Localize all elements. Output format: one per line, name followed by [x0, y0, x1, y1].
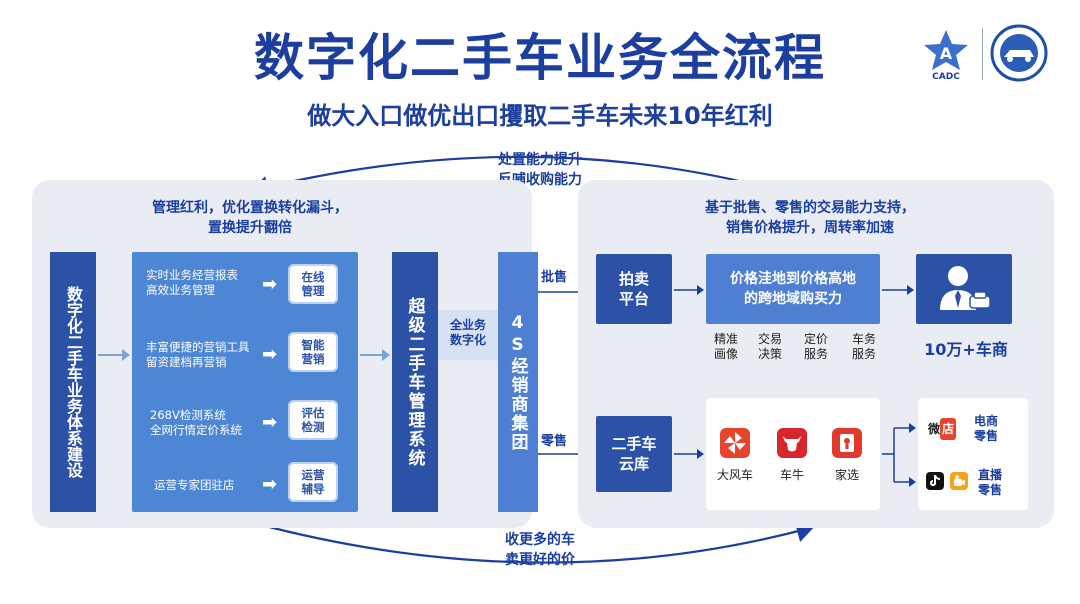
feature-text-line1: 268V检测系统 — [150, 408, 226, 422]
feature-text-line1: 实时业务经营报表 — [146, 268, 238, 282]
feature-label-line1: 交易 — [757, 332, 782, 346]
dafengche-app-icon — [720, 428, 750, 458]
livestream-line1: 直播 — [978, 468, 1003, 482]
feature-label: 交易 决策 — [752, 332, 788, 362]
feature-label-line2: 决策 — [757, 347, 782, 361]
warehouse-line1: 二手车 — [611, 435, 657, 453]
digital-label-line2: 数字化 — [449, 333, 486, 347]
association-seal-logo — [990, 24, 1048, 82]
douyin-icon — [926, 472, 944, 490]
feature-label-line2: 服务 — [851, 347, 876, 361]
weidian-badge: 店 — [940, 418, 957, 440]
arrow-right-icon: ➡ — [262, 412, 278, 433]
kuaishou-icon — [950, 472, 968, 490]
arrow-right-icon — [674, 285, 704, 295]
cloud-warehouse-box: 二手车 云库 — [596, 416, 672, 492]
feature-row: 实时业务经营报表 高效业务管理 ➡ 在线 管理 — [146, 264, 356, 304]
cycle-top-line1: 处置能力提升 — [498, 152, 582, 168]
digital-label-bg — [438, 310, 498, 360]
feature-pill: 智能 营销 — [288, 332, 338, 372]
page-subtitle: 做大入口做优出口攫取二手车未来10年红利 — [307, 102, 773, 130]
auction-line1: 拍卖 — [618, 270, 649, 288]
left-caption-line2: 置换提升翻倍 — [208, 220, 292, 236]
feature-text-line1: 丰富便捷的营销工具 — [146, 340, 250, 354]
right-caption: 基于批售、零售的交易能力支持， 销售价格提升，周转率加速 — [660, 198, 960, 238]
price-line1: 价格洼地到价格高地 — [730, 271, 856, 287]
feature-label-line2: 服务 — [803, 347, 828, 361]
digital-label: 全业务 数字化 — [438, 318, 498, 348]
super-system-vertical-title: 超级二手车管理系统 — [392, 252, 438, 512]
arrow-right-icon — [438, 340, 498, 380]
ecommerce-line2: 零售 — [974, 429, 999, 443]
channel-split-arrows — [882, 423, 916, 487]
feature-label: 车务 服务 — [846, 332, 882, 362]
feature-label: 定价 服务 — [798, 332, 834, 362]
arrow-right-icon — [98, 349, 130, 361]
feature-label-line1: 车务 — [851, 332, 876, 346]
arrow-right-icon: ➡ — [262, 274, 278, 295]
feature-pill: 评估 检测 — [288, 400, 338, 440]
digital-label-line1: 全业务 — [449, 318, 486, 332]
app-label: 大风车 — [716, 468, 753, 482]
feature-text-line2: 留资建档再营销 — [146, 355, 227, 369]
feature-row: 丰富便捷的营销工具 留资建档再营销 ➡ 智能 营销 — [146, 332, 356, 372]
feature-row: 运营专家团驻店 ➡ 运营 辅导 — [146, 462, 356, 502]
feature-text-line1: 运营专家团驻店 — [154, 478, 235, 492]
arrow-right-icon: ➡ — [262, 474, 278, 495]
ecommerce-line1: 电商 — [974, 414, 999, 428]
person-with-car-icon — [940, 266, 991, 310]
feature-text-line2: 全网行情定价系统 — [150, 423, 242, 437]
weidian-icon: 微店 — [928, 418, 962, 440]
dealers-count-label: 10万+车商 — [924, 340, 1008, 359]
arrow-right-icon — [674, 449, 704, 459]
right-caption-line1: 基于批售、零售的交易能力支持， — [705, 200, 915, 216]
channels-card — [918, 398, 1028, 510]
warehouse-line2: 云库 — [618, 455, 649, 473]
jiaxuan-app-icon — [832, 428, 862, 458]
arrow-right-icon — [360, 349, 390, 361]
livestream-retail-label: 直播 零售 — [978, 468, 1002, 498]
price-arbitrage-box: 价格洼地到价格高地 的跨地域购买力 — [706, 254, 880, 324]
price-line2: 的跨地域购买力 — [744, 291, 842, 307]
page-title: 数字化二手车业务全流程 — [254, 29, 826, 87]
cheniu-app-icon — [777, 428, 807, 458]
dealer-group-vertical-title: 4S经销商集团 — [498, 252, 538, 512]
livestream-line2: 零售 — [978, 483, 1003, 497]
cycle-bottom-line2: 卖更好的价 — [505, 552, 575, 568]
arrow-right-icon — [882, 285, 914, 295]
app-label: 家选 — [834, 468, 859, 482]
feature-label-line1: 精准 — [713, 332, 738, 346]
cadc-logo-text: CADC — [932, 72, 960, 82]
ecommerce-retail-label: 电商 零售 — [974, 414, 998, 444]
feature-row: 268V检测系统 全网行情定价系统 ➡ 评估 检测 — [146, 400, 356, 440]
dealer-avatar-box — [916, 254, 1012, 324]
left-caption-line1: 管理红利，优化置换转化漏斗， — [152, 200, 348, 216]
feature-label-line1: 定价 — [803, 332, 828, 346]
feature-label: 精准 画像 — [708, 332, 744, 362]
right-caption-line2: 销售价格提升，周转率加速 — [726, 220, 894, 236]
auction-platform-box: 拍卖 平台 — [596, 254, 672, 324]
auction-line2: 平台 — [618, 290, 649, 308]
left-caption: 管理红利，优化置换转化漏斗， 置换提升翻倍 — [40, 198, 460, 238]
retail-label: 零售 — [541, 434, 568, 449]
digital-system-vertical-title: 数字化二手车业务体系建设 — [50, 252, 96, 512]
cycle-bottom-label: 收更多的车 卖更好的价 — [460, 530, 620, 570]
cadc-logo: A CADC — [918, 28, 974, 84]
feature-text-line2: 高效业务管理 — [146, 283, 215, 297]
wholesale-label: 批售 — [541, 270, 568, 285]
feature-pill: 运营 辅导 — [288, 462, 338, 502]
app-label: 车牛 — [779, 468, 804, 482]
logo-divider — [982, 28, 983, 80]
cycle-bottom-line1: 收更多的车 — [505, 532, 575, 548]
svg-text:A: A — [940, 44, 953, 63]
arrow-right-icon: ➡ — [262, 344, 278, 365]
feature-label-line2: 画像 — [713, 347, 738, 361]
feature-pill: 在线 管理 — [288, 264, 338, 304]
